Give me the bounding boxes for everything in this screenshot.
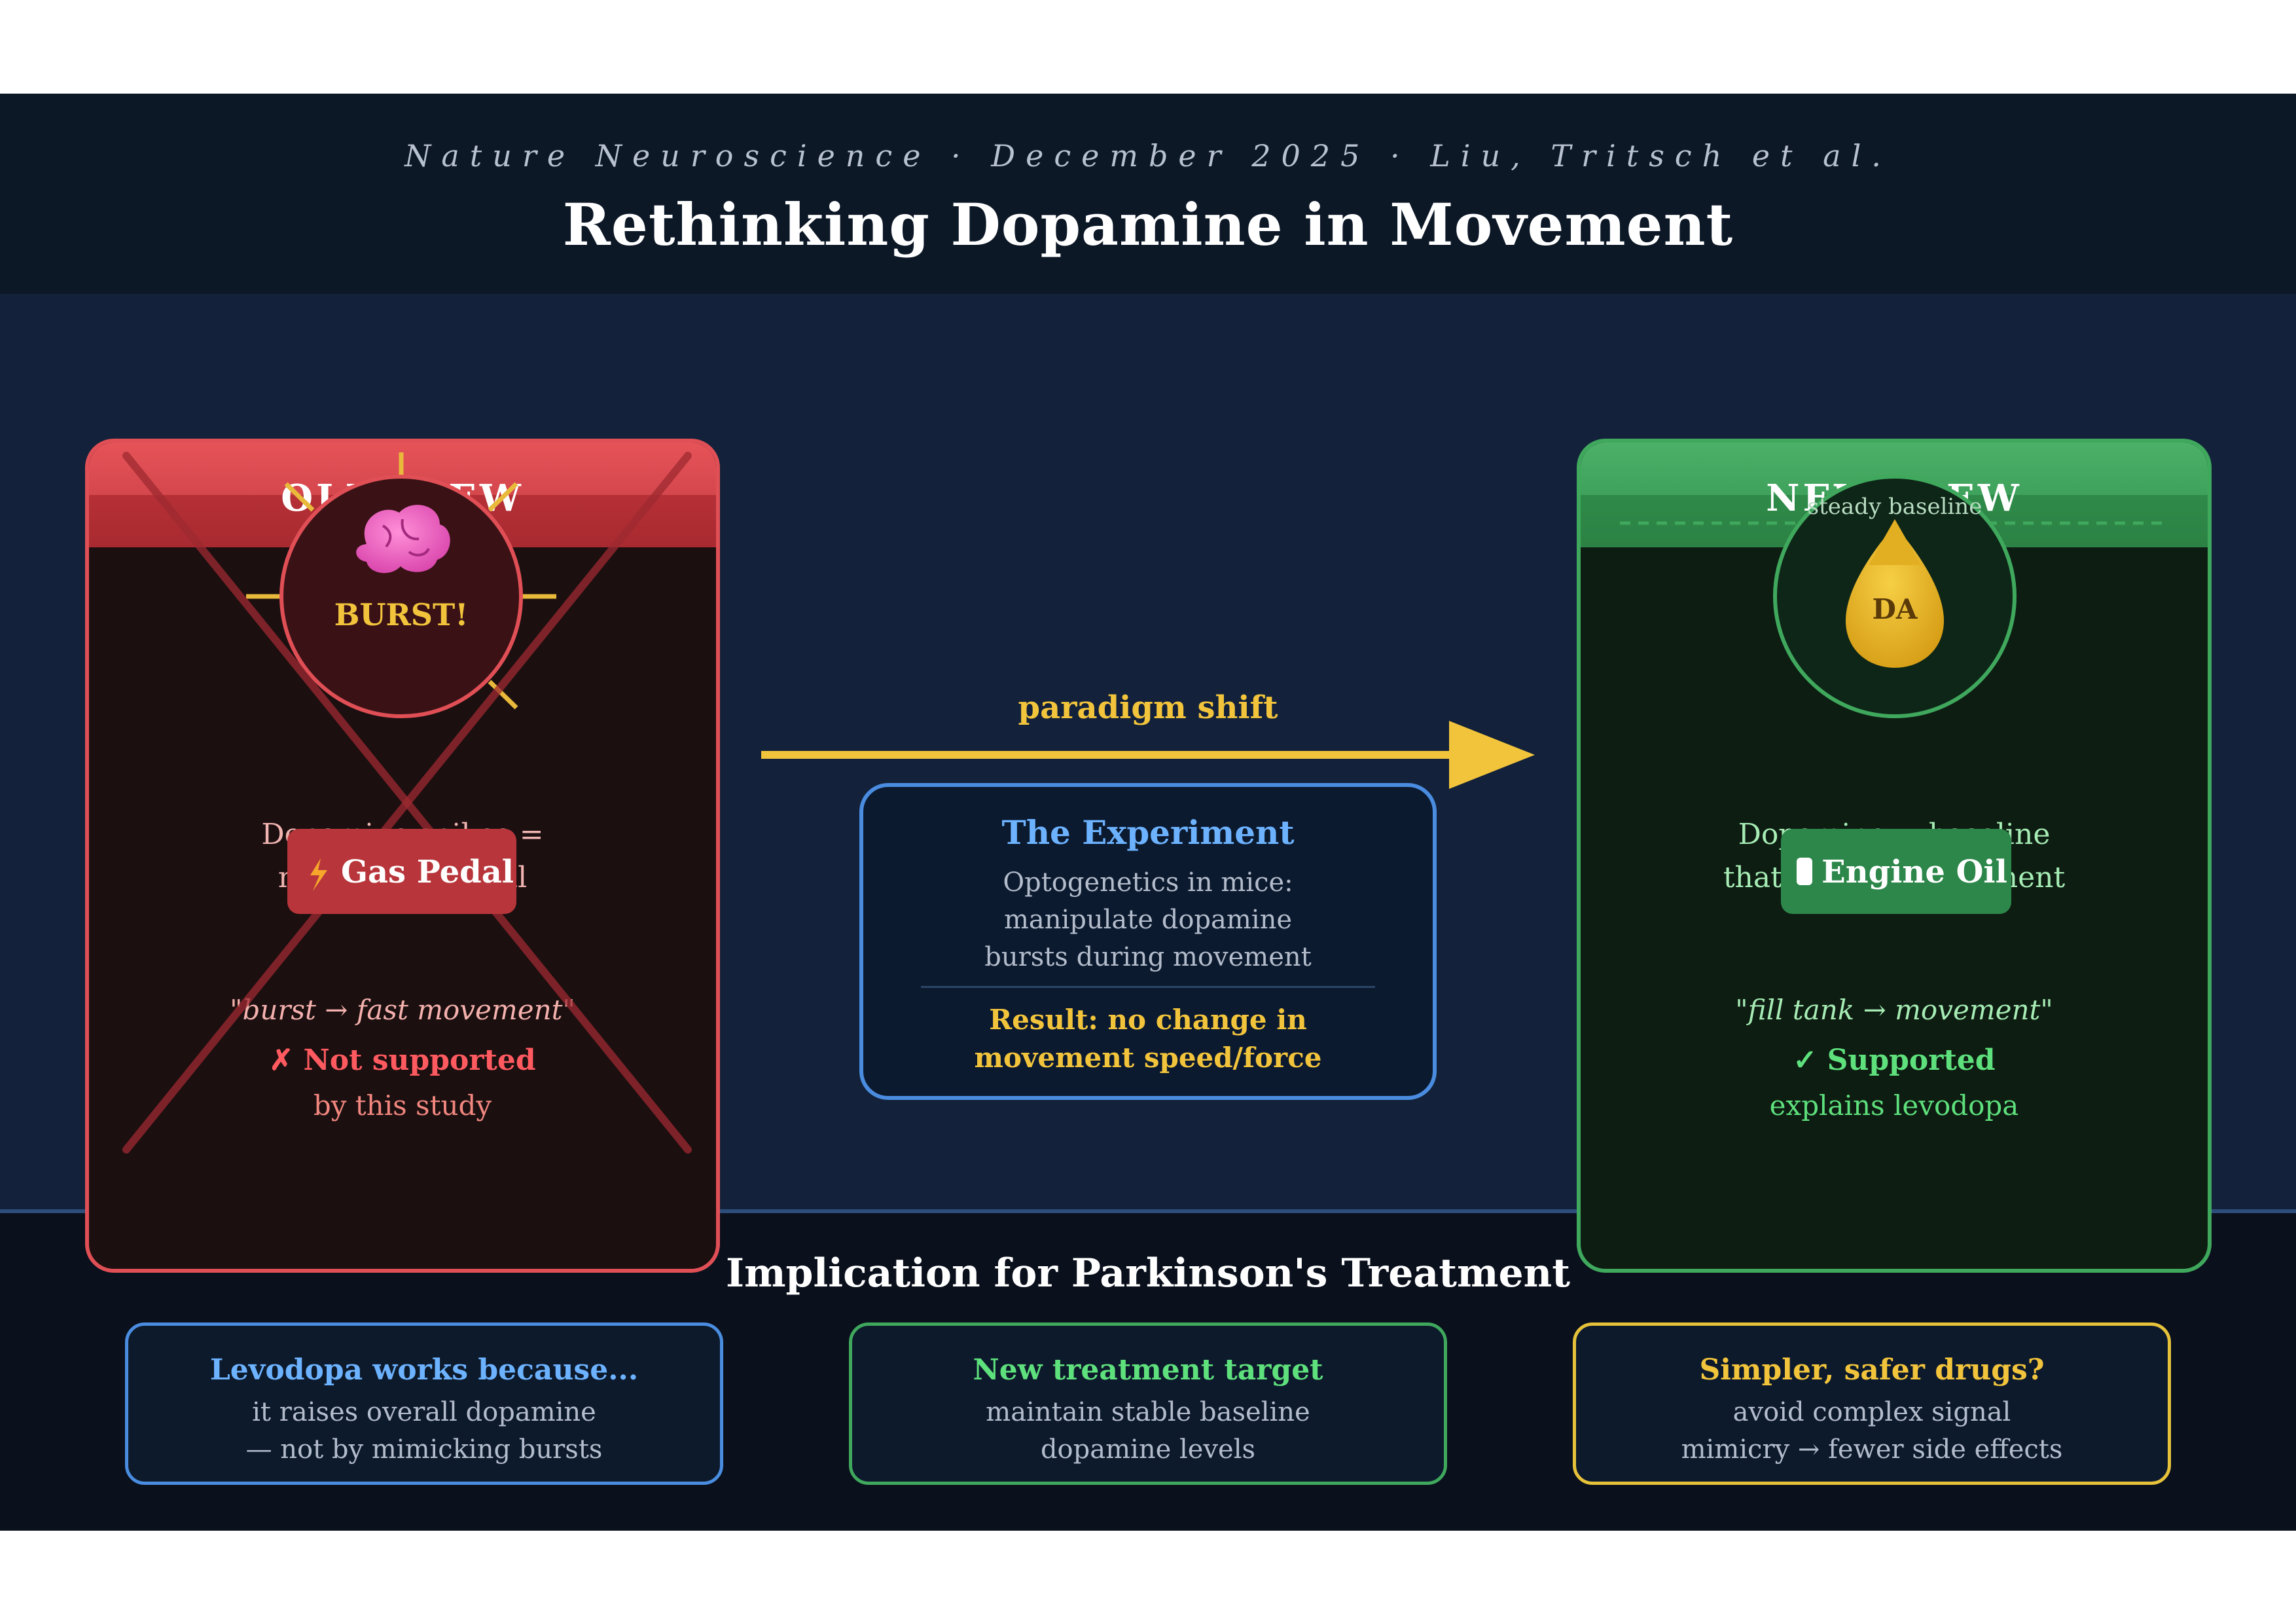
implication-line: avoid complex signal: [1732, 1397, 2011, 1427]
experiment-title: The Experiment: [1001, 813, 1295, 852]
burst-ray: [488, 482, 518, 512]
experiment-box: The Experiment Optogenetics in mice: man…: [859, 783, 1437, 1100]
implication-line: maintain stable baseline: [986, 1397, 1310, 1427]
burst-circle: [279, 475, 523, 718]
experiment-line: Optogenetics in mice:: [1003, 867, 1293, 898]
engine-oil-pill: [1781, 829, 2011, 914]
infographic-canvas: Nature Neuroscience · December 2025 · Li…: [0, 94, 2296, 1531]
lightning-icon: [310, 858, 327, 891]
implication-line: it raises overall dopamine: [252, 1397, 596, 1427]
implication-line: dopamine levels: [1040, 1434, 1256, 1465]
old-view-quote: "burst → fast movement": [230, 994, 575, 1026]
implication-box-drugs: Simpler, safer drugs? avoid complex sign…: [1573, 1322, 2171, 1485]
dopamine-drop-icon: [1846, 526, 1944, 668]
implication-line: mimicry → fewer side effects: [1681, 1434, 2063, 1465]
burst-ray: [488, 680, 518, 710]
old-view-note: by this study: [313, 1089, 492, 1122]
gas-pedal-pill: [287, 829, 516, 914]
new-view-note: explains levodopa: [1769, 1089, 2019, 1122]
drop-tip: [1869, 519, 1921, 565]
experiment-divider: [921, 986, 1375, 988]
implication-box-levodopa: Levodopa works because... it raises over…: [125, 1322, 723, 1485]
implication-body: it raises overall dopamine — not by mimi…: [128, 1394, 720, 1468]
burst-label: BURST!: [334, 597, 469, 632]
new-view-quote: "fill tank → movement": [1735, 994, 2053, 1026]
header: Nature Neuroscience · December 2025 · Li…: [0, 94, 2296, 294]
paradigm-shift-arrow: [761, 721, 1535, 789]
engine-oil-label: Engine Oil: [1821, 854, 2007, 890]
implication-box-target: New treatment target maintain stable bas…: [849, 1322, 1447, 1485]
paradigm-shift-label: paradigm shift: [1018, 689, 1278, 726]
burst-ray: [284, 482, 315, 512]
implication-heading: Levodopa works because...: [209, 1353, 639, 1387]
new-view-verdict: ✓ Supported: [1793, 1044, 1996, 1077]
diagram-graphics: BURST! Gas Pedal steady baseline DA Eng: [122, 452, 2165, 1154]
implication-heading: Simpler, safer drugs?: [1699, 1353, 2045, 1387]
oil-can-icon: [1797, 858, 1812, 885]
implication-body: avoid complex signal mimicry → fewer sid…: [1576, 1394, 2168, 1468]
brain-icon: [356, 505, 450, 574]
experiment-line: bursts during movement: [984, 942, 1312, 972]
baseline-label: steady baseline: [1808, 494, 1982, 520]
gas-pedal-label: Gas Pedal: [341, 854, 514, 890]
experiment-result-line: Result: no change in: [989, 1004, 1307, 1036]
da-label: DA: [1872, 593, 1918, 625]
experiment-body: Optogenetics in mice: manipulate dopamin…: [863, 864, 1433, 976]
experiment-result: Result: no change in movement speed/forc…: [863, 1001, 1433, 1077]
arrow-head: [1449, 721, 1535, 789]
burst-graphic: BURST!: [246, 452, 556, 718]
implication-line: — not by mimicking bursts: [245, 1434, 603, 1465]
baseline-graphic: steady baseline DA: [1620, 475, 2165, 718]
cross-out-x: [122, 452, 692, 1154]
cross-line: [122, 452, 692, 1154]
implication-heading: New treatment target: [973, 1353, 1323, 1387]
implication-body: maintain stable baseline dopamine levels: [852, 1394, 1444, 1468]
implications-title: Implication for Parkinson's Treatment: [726, 1250, 1570, 1296]
old-view-verdict: ✗ Not supported: [269, 1044, 536, 1077]
page-title: Rethinking Dopamine in Movement: [562, 191, 1734, 259]
section-divider: [0, 1209, 2296, 1213]
citation-subtitle: Nature Neuroscience · December 2025 · Li…: [404, 138, 1892, 173]
experiment-line: manipulate dopamine: [1003, 905, 1293, 935]
experiment-result-line: movement speed/force: [974, 1042, 1322, 1074]
